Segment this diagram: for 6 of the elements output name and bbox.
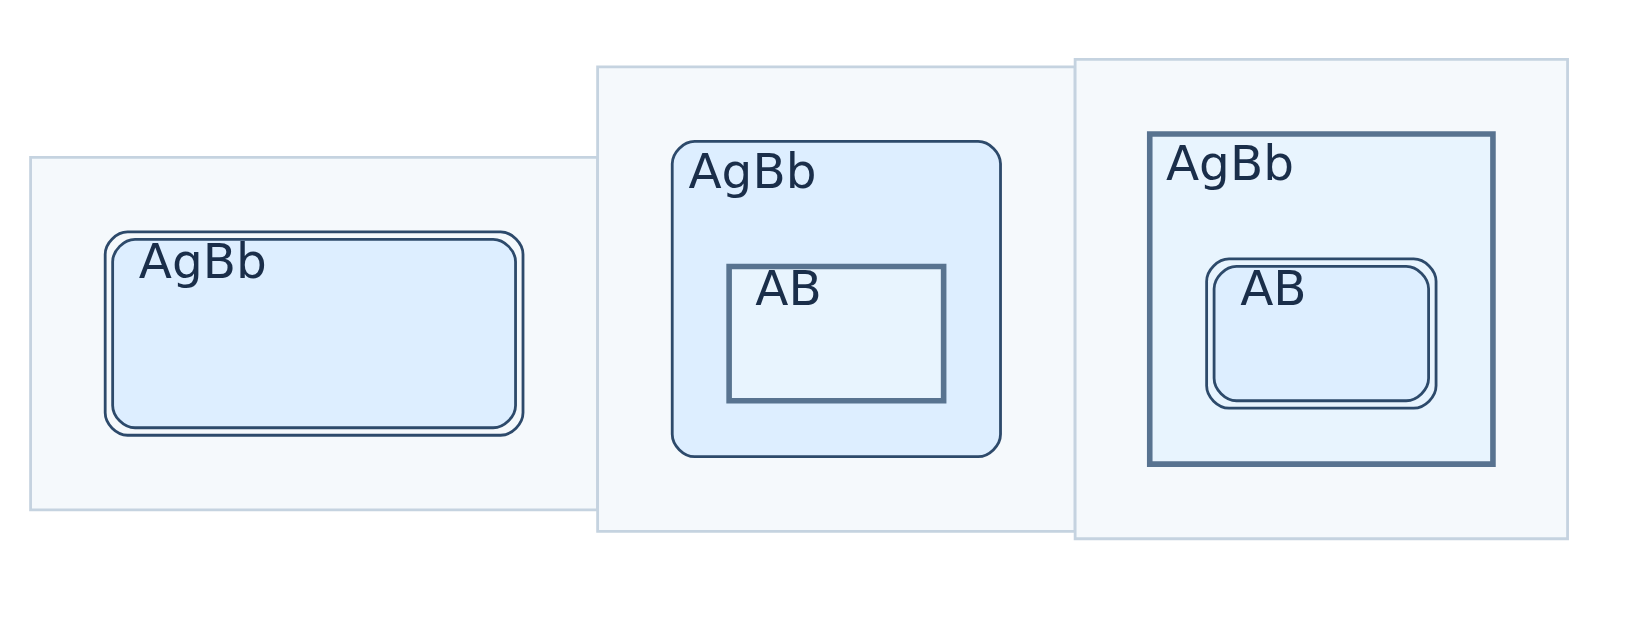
node-box: AB — [726, 263, 947, 404]
node-box: AB — [1205, 257, 1438, 410]
node-box: AgBb — [103, 230, 525, 437]
cluster — [1073, 58, 1569, 541]
cluster — [596, 65, 1077, 533]
cluster — [29, 155, 599, 512]
